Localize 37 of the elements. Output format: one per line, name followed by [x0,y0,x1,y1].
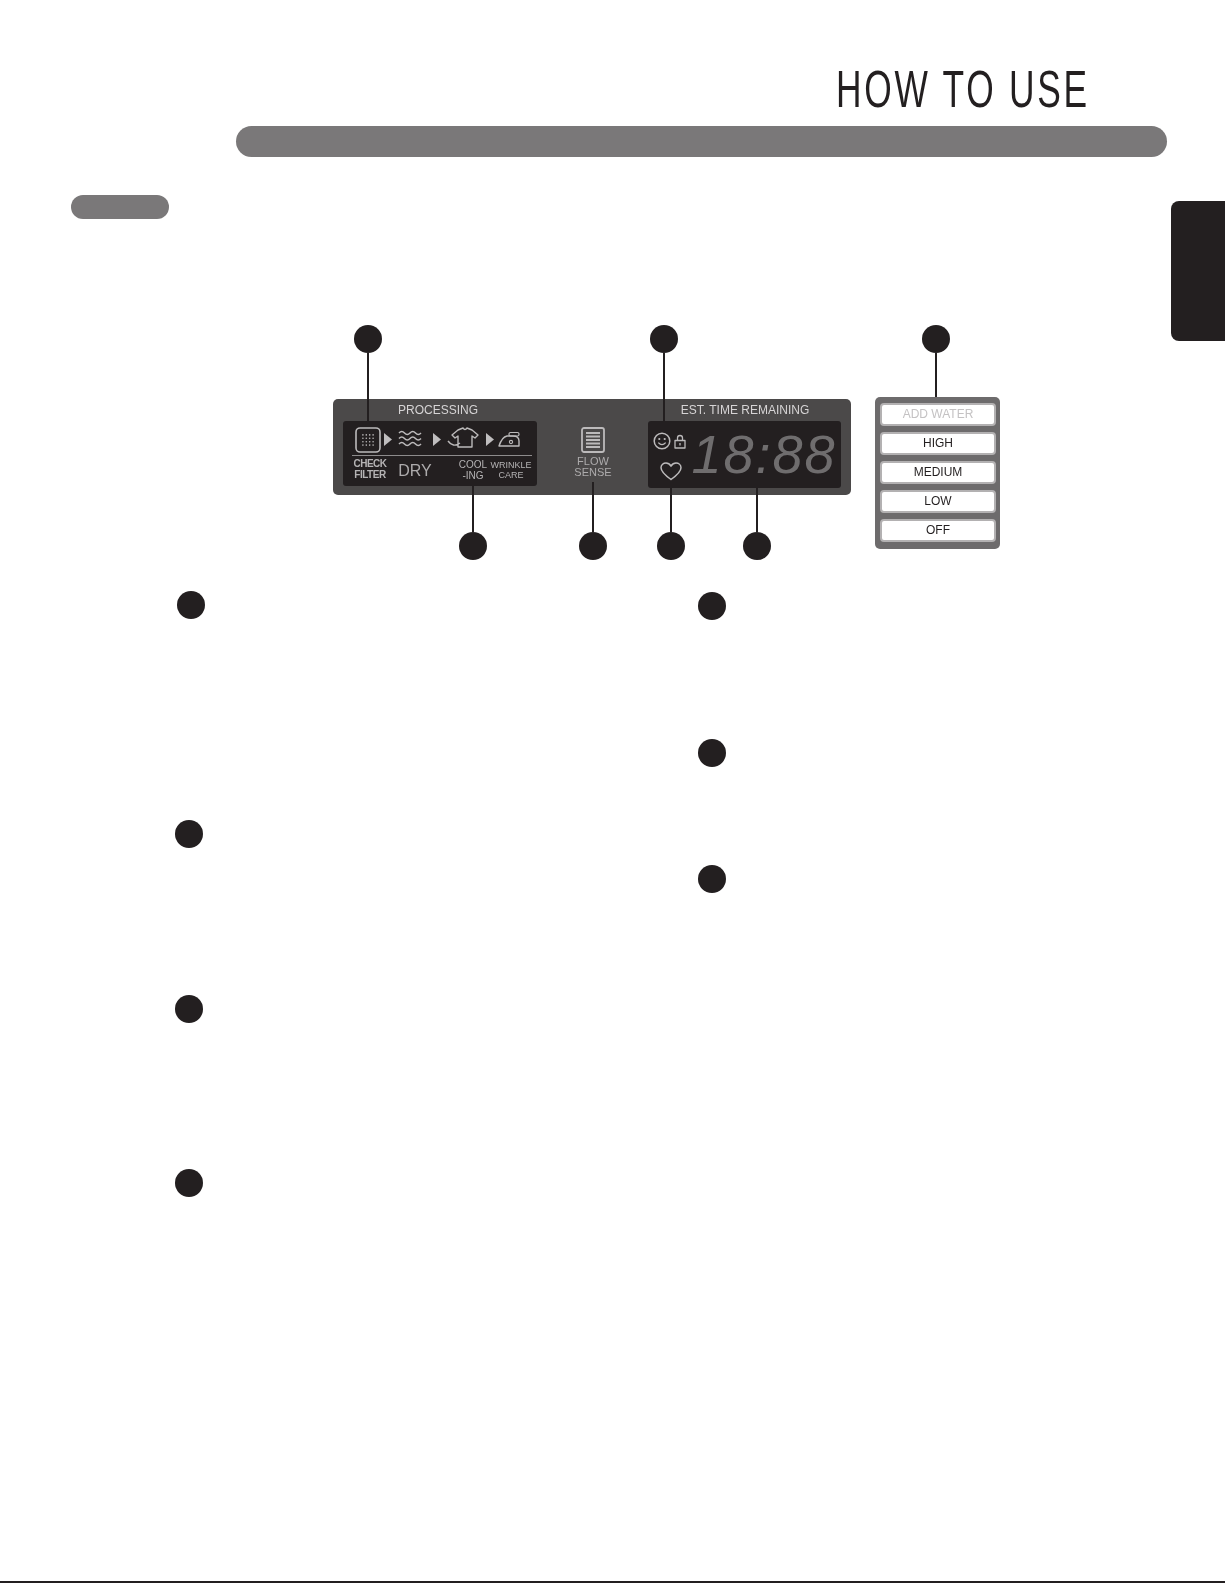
callout-marker [177,591,205,619]
option-button: MEDIUM [880,461,996,484]
callout-marker [175,995,203,1023]
leader-line [935,352,937,398]
smiley-face-icon [653,432,671,450]
indicator-label: DRY [397,461,433,481]
indicator-label: FLOW SENSE [566,456,620,482]
panel-heading: PROCESSING [397,403,479,418]
option-button: ADD WATER [880,403,996,426]
option-button: OFF [880,519,996,542]
indicator-label: COOL -ING [457,459,489,483]
panel-heading: EST. TIME REMAINING [679,403,811,418]
callout-marker [743,532,771,560]
side-tab [1171,201,1225,341]
callout-marker [698,739,726,767]
section-pill [71,195,169,219]
callout-marker [459,532,487,560]
option-button: LOW [880,490,996,513]
leader-line [592,481,594,533]
callout-marker [922,325,950,353]
page-title: HOW TO USE [836,62,1090,116]
callout-marker [175,820,203,848]
callout-marker [657,532,685,560]
button-panel [875,397,1000,549]
dotted-square-icon [355,427,381,453]
option-button: HIGH [880,432,996,455]
indicator-label: WRINKLE CARE [489,460,533,482]
callout-marker [579,532,607,560]
callout-marker [698,865,726,893]
callout-marker [650,325,678,353]
callout-marker [354,325,382,353]
callout-marker [698,592,726,620]
callout-marker [175,1169,203,1197]
time-readout: 18:88 [690,425,838,483]
heart-icon [660,462,682,481]
indicator-label: CHECK FILTER [352,458,388,482]
display-panel [333,399,851,495]
